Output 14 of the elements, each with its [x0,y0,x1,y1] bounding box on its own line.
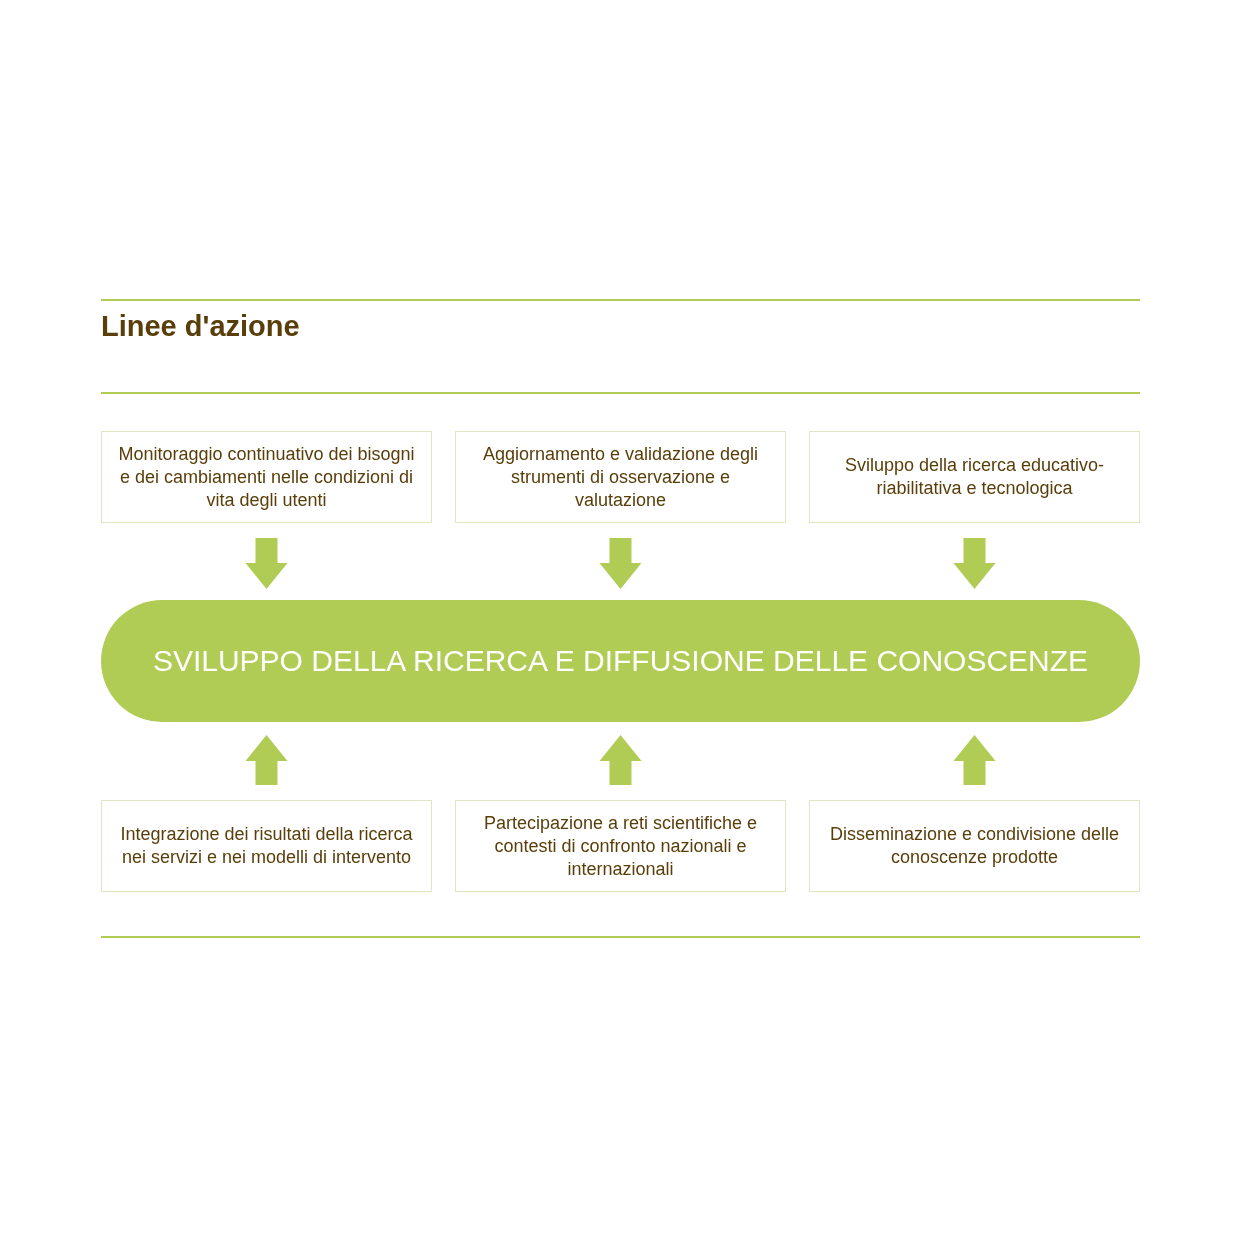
block-arrow [953,538,996,589]
action-text: Monitoraggio continuativo dei bisogni e dei cambiamenti nelle condizioni di vita degli utenti [117,442,416,512]
action-text: Sviluppo della ricerca educativo-riabilitativa e tecnologica [843,454,1106,500]
title: Linee d'azione [101,310,300,343]
block-arrow [953,735,996,785]
action-text: Disseminazione e condivisione delle conoscenze prodotte [828,823,1121,869]
block-arrow [599,735,642,785]
block-arrow [599,538,642,589]
action-text: Aggiornamento e validazione degli strumenti di osservazione e valutazione [481,442,760,512]
block-arrow [245,538,288,589]
action-text: Integrazione dei risultati della ricerca nei servizi e nei modelli di intervento [119,823,414,869]
action-text: Partecipazione a reti scientifiche e contesti di confronto nazionali e internazionali [482,811,759,881]
central-heading: SVILUPPO DELLA RICERCA E DIFFUSIONE DELLE CONOSCENZE [152,644,1089,678]
block-arrow [245,735,288,785]
